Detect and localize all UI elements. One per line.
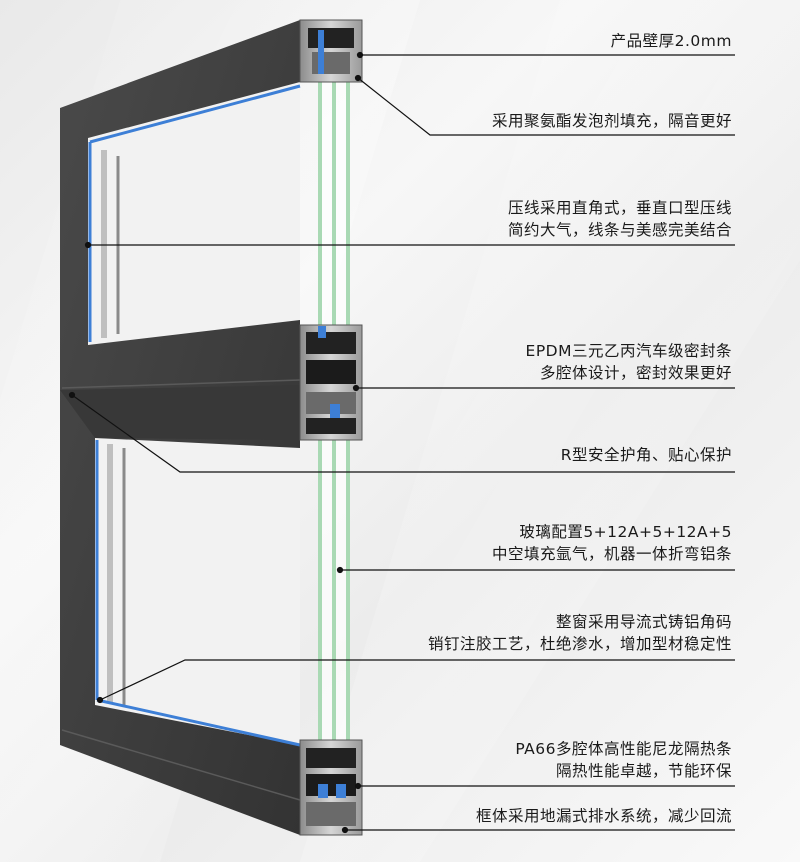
leader-line-2 <box>357 77 735 136</box>
leader-line-5 <box>71 394 735 473</box>
annotation-glazing-bead: 压线采用直角式，垂直口型压线 简约大气，线条与美感完美结合 <box>508 197 732 241</box>
profile-section-middle <box>299 324 363 441</box>
annotation-glass-config: 玻璃配置5+12A+5+12A+5 中空填充氩气，机器一体折弯铝条 <box>492 521 732 565</box>
annotation-line: 产品壁厚2.0mm <box>610 32 732 50</box>
annotation-line: 整窗采用导流式铸铝角码 <box>555 613 732 631</box>
annotation-foam-filling: 采用聚氨酯发泡剂填充，隔音更好 <box>492 110 732 132</box>
annotation-line: 压线采用直角式，垂直口型压线 <box>507 199 732 217</box>
annotation-epdm-seal: EPDM三元乙丙汽车级密封条 多腔体设计，密封效果更好 <box>526 340 732 384</box>
annotation-safety-corner: R型安全护角、贴心保护 <box>561 444 732 466</box>
annotation-line: EPDM三元乙丙汽车级密封条 <box>525 342 732 360</box>
upper-glass-opening <box>88 82 300 345</box>
annotation-line: R型安全护角、贴心保护 <box>560 446 732 464</box>
annotation-line: 销钉注胶工艺，杜绝渗水，增加型材稳定性 <box>427 635 732 653</box>
annotation-drainage: 框体采用地漏式排水系统，减少回流 <box>476 805 732 827</box>
lower-glass-opening <box>95 438 300 745</box>
annotation-line: 采用聚氨酯发泡剂填充，隔音更好 <box>491 112 732 130</box>
annotation-line: PA66多腔体高性能尼龙隔热条 <box>515 740 732 758</box>
annotation-line: 中空填充氩气，机器一体折弯铝条 <box>491 545 732 563</box>
annotation-line: 简约大气，线条与美感完美结合 <box>507 221 732 239</box>
leader-line-7 <box>99 659 735 701</box>
annotation-wall-thickness: 产品壁厚2.0mm <box>611 30 732 52</box>
leader-lines <box>68 51 735 834</box>
annotation-thermal-break: PA66多腔体高性能尼龙隔热条 隔热性能卓越，节能环保 <box>515 738 732 782</box>
profile-section-top <box>299 19 363 83</box>
annotation-line: 玻璃配置5+12A+5+12A+5 <box>519 523 732 541</box>
annotation-line: 多腔体设计，密封效果更好 <box>539 364 732 382</box>
annotation-line: 隔热性能卓越，节能环保 <box>555 762 732 780</box>
annotation-line: 框体采用地漏式排水系统，减少回流 <box>475 807 732 825</box>
window-frame <box>60 20 301 835</box>
profile-section-bottom <box>299 739 363 836</box>
annotation-corner-connector: 整窗采用导流式铸铝角码 销钉注胶工艺，杜绝渗水，增加型材稳定性 <box>428 611 732 655</box>
